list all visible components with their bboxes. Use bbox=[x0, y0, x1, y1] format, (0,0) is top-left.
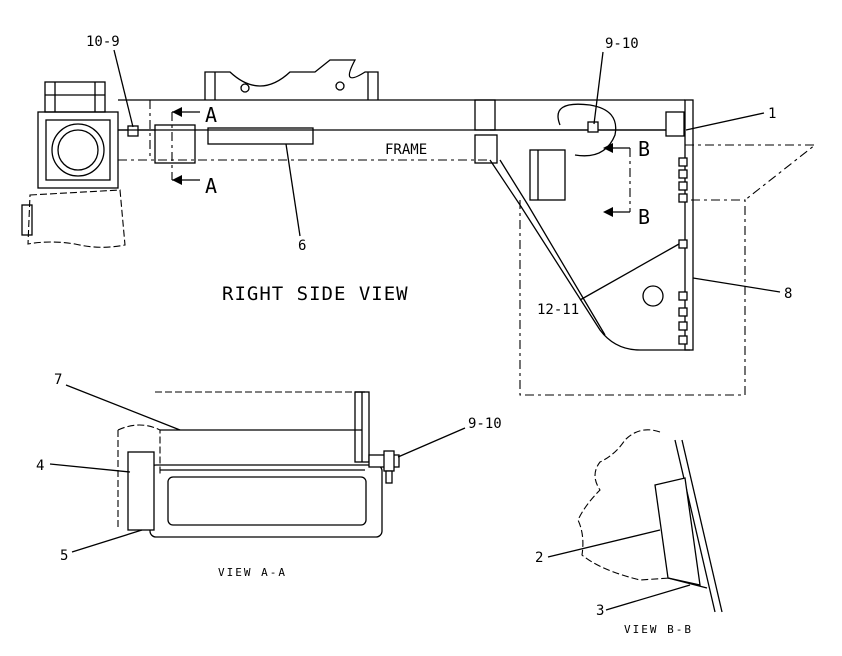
battery-box bbox=[118, 121, 599, 164]
svg-text:6: 6 bbox=[298, 238, 306, 254]
svg-text:7: 7 bbox=[54, 372, 62, 388]
callout-8: 8 bbox=[692, 277, 792, 302]
section-b-label-top: B bbox=[638, 137, 650, 161]
view-b-b: 2 3 VIEW B-B bbox=[535, 429, 723, 636]
callout-10-9: 10-9 bbox=[86, 34, 134, 128]
right-structure bbox=[474, 99, 817, 396]
section-b-label-bottom: B bbox=[638, 205, 650, 229]
frame-rail bbox=[118, 99, 690, 351]
section-b-marker: B B bbox=[603, 137, 650, 229]
svg-text:5: 5 bbox=[60, 548, 68, 564]
right-side-view-title: RIGHT SIDE VIEW bbox=[222, 283, 409, 305]
bolt-column bbox=[678, 157, 688, 345]
svg-text:4: 4 bbox=[36, 458, 44, 474]
svg-text:2: 2 bbox=[535, 550, 543, 566]
svg-text:9-10: 9-10 bbox=[468, 416, 502, 432]
view-a-a-title: VIEW A-A bbox=[218, 566, 287, 579]
callout-12-11: 12-11 bbox=[537, 243, 680, 318]
view-a-a: 7 4 5 9-10 VIEW A-A bbox=[36, 372, 502, 579]
svg-text:9-10: 9-10 bbox=[605, 36, 639, 52]
view-b-b-title: VIEW B-B bbox=[624, 623, 693, 636]
right-side-view: A A B B FRAME RIGHT SIDE VIEW 10-9 9-10 … bbox=[21, 34, 817, 396]
callout-9-10-top: 9-10 bbox=[593, 36, 639, 125]
section-a-label-top: A bbox=[205, 103, 217, 127]
svg-text:12-11: 12-11 bbox=[537, 302, 579, 318]
callout-6: 6 bbox=[285, 143, 306, 254]
top-mount bbox=[204, 59, 379, 100]
svg-text:1: 1 bbox=[768, 106, 776, 122]
callout-2: 2 bbox=[535, 529, 661, 566]
callout-5: 5 bbox=[60, 529, 143, 564]
callout-4: 4 bbox=[36, 458, 131, 474]
svg-text:3: 3 bbox=[596, 603, 604, 619]
callout-7: 7 bbox=[54, 372, 181, 431]
svg-text:8: 8 bbox=[784, 286, 792, 302]
svg-text:10-9: 10-9 bbox=[86, 34, 120, 50]
callout-9-10-a: 9-10 bbox=[397, 416, 502, 458]
frame-label: FRAME bbox=[385, 142, 427, 158]
left-bracket bbox=[21, 81, 126, 248]
bolt-9-10 bbox=[368, 450, 400, 484]
section-a-marker: A A bbox=[171, 103, 217, 198]
callout-1: 1 bbox=[685, 106, 776, 131]
callout-3: 3 bbox=[596, 584, 691, 619]
section-a-label-bottom: A bbox=[205, 174, 217, 198]
